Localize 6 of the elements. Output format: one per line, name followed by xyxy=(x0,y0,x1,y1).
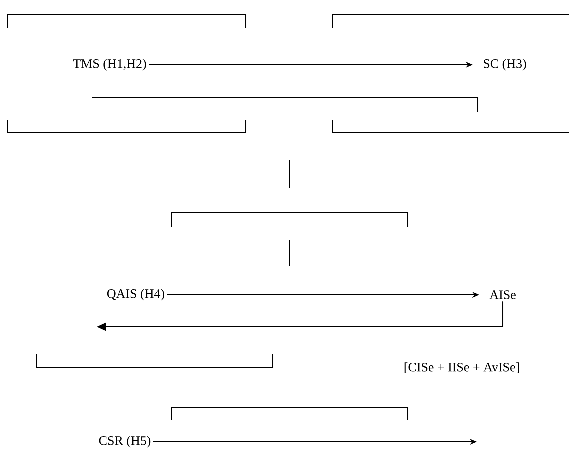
node-label: CSR (H5) xyxy=(99,436,151,448)
bracket-note: [CISe + IISe + AvISe] xyxy=(404,362,520,374)
node-label: TMS (H1,H2) xyxy=(73,59,146,71)
node-label: QAIS (H4) xyxy=(107,289,164,301)
node-label: SC (H3) xyxy=(484,59,526,71)
node-label: AISe xyxy=(490,290,516,300)
